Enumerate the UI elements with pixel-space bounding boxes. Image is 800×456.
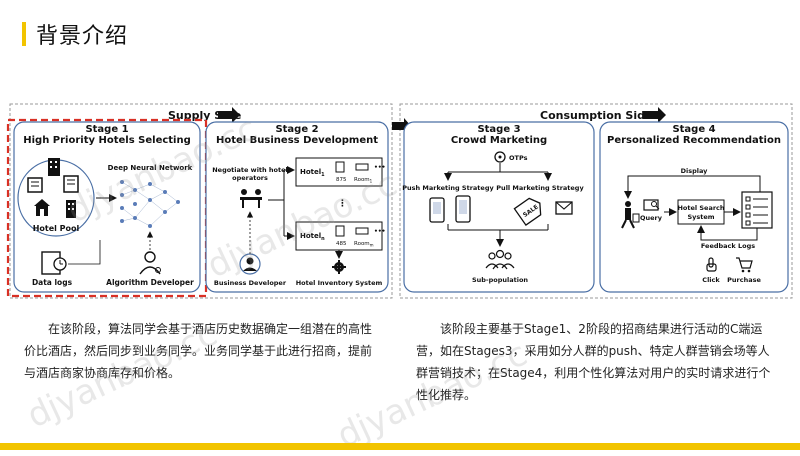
tower-icon <box>66 200 76 218</box>
house-icon <box>34 199 50 216</box>
search-query-icon <box>643 199 660 211</box>
stage-2-subtitle: Hotel Business Development <box>216 135 378 146</box>
neural-network-icon <box>120 180 180 228</box>
envelope-icon <box>555 201 573 215</box>
supply-side-frame <box>9 103 393 299</box>
hotel-n-card: Hoteln ••• 485 Roomm <box>295 221 386 251</box>
click-hand-icon <box>706 257 717 272</box>
hotel-1-label: Hotel1 <box>300 168 325 178</box>
bed-icon <box>355 163 369 171</box>
otps-label: OTPs <box>509 154 528 162</box>
stage-3-4-description: 该阶段主要基于Stage1、2阶段的招商结果进行活动的C端运营，如在Stages… <box>416 322 771 402</box>
feedback-logs-label: Feedback Logs <box>701 242 755 250</box>
office-icon <box>27 177 43 193</box>
phone-icon <box>455 195 471 223</box>
display-label: Display <box>681 167 709 175</box>
stage-1-subtitle: High Priority Hotels Selecting <box>23 135 191 146</box>
consumption-arrow-icon <box>644 107 666 123</box>
building-icon <box>48 158 60 176</box>
stage-1: Stage 1 High Priority Hotels Selecting H… <box>6 118 208 298</box>
hotel-1-card: Hotel1 ••• 875 Room1 <box>295 157 386 187</box>
hotel-1-price: 875 <box>336 177 347 183</box>
hotel-n-more: ••• <box>374 228 386 235</box>
network-label: Deep Neural Network <box>108 164 193 172</box>
price-tag-icon <box>335 161 345 173</box>
algorithm-developer-label: Algorithm Developer <box>106 278 194 287</box>
hotel-1-room: Room1 <box>354 177 373 184</box>
search-system-line-2: System <box>687 213 714 221</box>
meeting-icon <box>240 189 262 208</box>
feedback-arrow-icon <box>697 225 758 241</box>
pull-strategy-label: Pull Marketing Strategy <box>496 184 584 192</box>
stage-3-subtitle: Crowd Marketing <box>451 135 547 146</box>
phone-icon <box>429 197 445 223</box>
stage-2: Stage 2 Hotel Business Development Negot… <box>205 121 389 293</box>
cart-icon <box>736 257 753 273</box>
price-tag-icon <box>335 225 345 237</box>
data-logs-icon <box>41 251 67 275</box>
hotel-icon <box>63 175 79 193</box>
purchase-label: Purchase <box>727 276 761 284</box>
logs-connector <box>68 240 101 265</box>
query-label: Query <box>640 214 663 222</box>
stage-4: Stage 4 Personalized Recommendation Disp… <box>599 121 789 293</box>
hotel-search-system-box <box>677 199 725 225</box>
stage-2-heading: Stage 2 <box>275 124 318 135</box>
hotel-pool-label: Hotel Pool <box>33 224 80 233</box>
consumption-side-frame <box>399 103 793 299</box>
search-system-line-1: Hotel Search <box>677 204 724 212</box>
data-logs-label: Data logs <box>32 278 73 287</box>
sub-population-label: Sub-population <box>472 276 528 284</box>
traveler-icon <box>621 201 640 229</box>
hotel-list-ellipsis: ⋮ <box>338 199 347 209</box>
otps-icon <box>494 151 506 163</box>
stage-4-subtitle: Personalized Recommendation <box>607 135 781 146</box>
business-developer-icon <box>239 253 261 275</box>
stage-1-heading: Stage 1 <box>85 124 128 135</box>
hotel-n-label: Hoteln <box>300 232 325 242</box>
stage-3: Stage 3 Crowd Marketing OTPs Push Market… <box>402 121 595 293</box>
supply-arrow-icon <box>218 107 240 123</box>
hotel-n-room: Roomm <box>354 241 374 248</box>
crowd-icon <box>485 249 515 270</box>
click-label: Click <box>702 276 720 284</box>
business-developer-label: Business Developer <box>214 279 287 287</box>
bed-icon <box>355 227 369 235</box>
developer-icon <box>139 251 161 275</box>
stage-4-heading: Stage 4 <box>672 124 715 135</box>
negotiate-label-line-2: operators <box>232 174 268 182</box>
consumption-side-label: Consumption Side <box>540 109 652 122</box>
negotiate-label-line-1: Negotiate with hotel <box>212 166 288 174</box>
stage-3-heading: Stage 3 <box>477 124 520 135</box>
hotel-1-more: ••• <box>374 164 386 171</box>
hotel-n-price: 485 <box>336 241 347 247</box>
title-accent-bar <box>22 22 26 46</box>
stage-1-2-description: 在该阶段，算法同学会基于酒店历史数据确定一组潜在的高性价比酒店，然后同步到业务同… <box>24 322 373 380</box>
push-strategy-label: Push Marketing Strategy <box>402 184 494 192</box>
page-title: 背景介绍 <box>36 24 129 49</box>
inventory-system-label: Hotel Inventory System <box>296 279 383 287</box>
bottom-accent-strip <box>0 443 800 450</box>
display-arrow-icon <box>624 175 761 199</box>
pipeline-diagram: Supply Side Consumption Side Stage 1 Hig… <box>6 103 793 299</box>
gear-icon <box>332 260 346 274</box>
